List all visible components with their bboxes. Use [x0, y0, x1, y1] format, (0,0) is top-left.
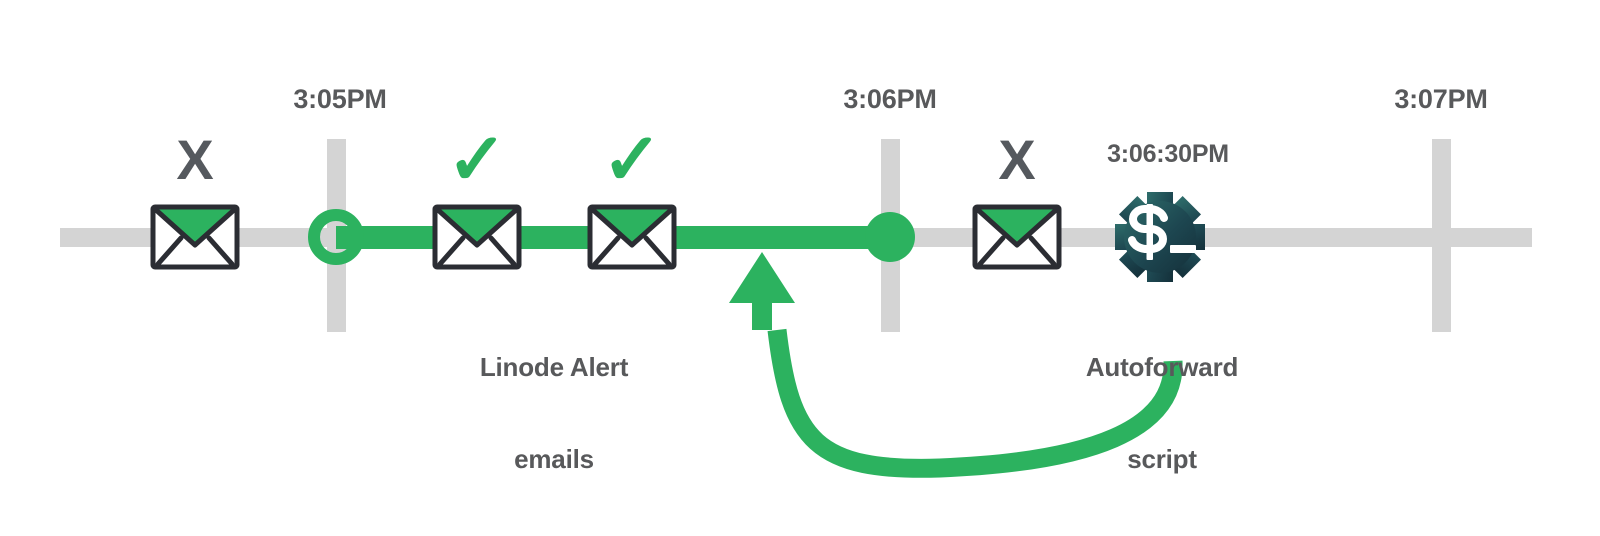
- feedback-arrow-curve: [767, 328, 1183, 478]
- span-end-dot-marker: [865, 212, 915, 262]
- x-mark-icon: X: [998, 128, 1036, 191]
- cursor-underscore-glyph: [1170, 245, 1196, 253]
- caption-line-2: script: [1127, 444, 1197, 475]
- diagram-canvas: [60, 139, 1532, 478]
- check-mark-icon: ✓: [601, 120, 663, 200]
- check-mark-icon: ✓: [446, 120, 508, 200]
- autoforward-timestamp: 3:06:30PM: [1107, 140, 1229, 168]
- x-mark-icon: X: [176, 128, 214, 191]
- tick-mark-307: [1432, 139, 1451, 332]
- autoforward-script-caption: Autoforward script: [1085, 291, 1239, 536]
- feedback-arrow-head: [729, 252, 795, 330]
- tick-label-307: 3:07PM: [1394, 84, 1488, 114]
- feedback-arrow: [729, 252, 1183, 478]
- caption-line-1: Autoforward: [1085, 352, 1239, 383]
- envelope-icon: [150, 204, 240, 270]
- linode-alert-emails-caption: Linode Alert emails: [479, 291, 629, 536]
- timeline-diagram: 3:05PM 3:06PM 3:07PM X ✓ ✓ X 3:06:30PM L…: [60, 84, 1532, 478]
- caption-line-2: emails: [514, 444, 594, 475]
- envelope-icon: [432, 204, 522, 270]
- gear-terminal-icon: [1115, 192, 1205, 282]
- dollar-sign-glyph: [1128, 204, 1168, 260]
- envelope-icon: [972, 204, 1062, 270]
- caption-line-1: Linode Alert: [479, 352, 629, 383]
- envelope-icon: [587, 204, 677, 270]
- span-start-ring-marker: [308, 209, 364, 265]
- tick-label-305: 3:05PM: [293, 84, 387, 114]
- tick-label-306: 3:06PM: [843, 84, 937, 114]
